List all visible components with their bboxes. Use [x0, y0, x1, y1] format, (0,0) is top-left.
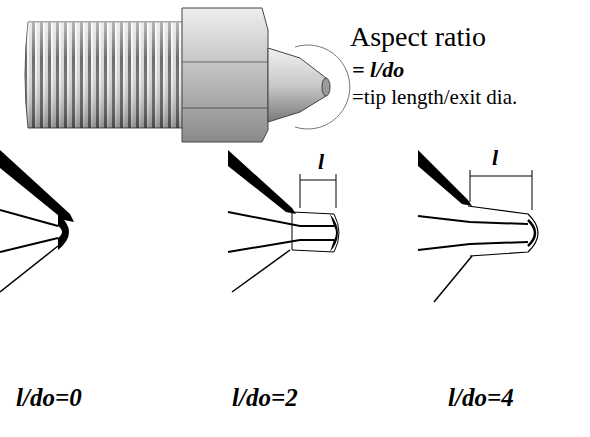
hex-nut	[182, 8, 268, 142]
section-aspect-2	[228, 150, 339, 292]
section-aspect-0	[0, 150, 74, 292]
section-aspect-4	[418, 150, 538, 302]
definition-text: =tip length/exit dia.	[352, 86, 517, 109]
nozzle-tip	[268, 45, 350, 129]
aspect-caption: l/do=2	[232, 384, 298, 412]
length-label: l	[318, 150, 324, 174]
heading-text: Aspect ratio	[350, 22, 486, 53]
length-label: l	[492, 146, 498, 170]
thread-body	[25, 22, 190, 128]
formula-text: = l/do	[352, 58, 404, 82]
aspect-caption: l/do=0	[16, 384, 82, 412]
aspect-caption: l/do=4	[448, 384, 514, 412]
